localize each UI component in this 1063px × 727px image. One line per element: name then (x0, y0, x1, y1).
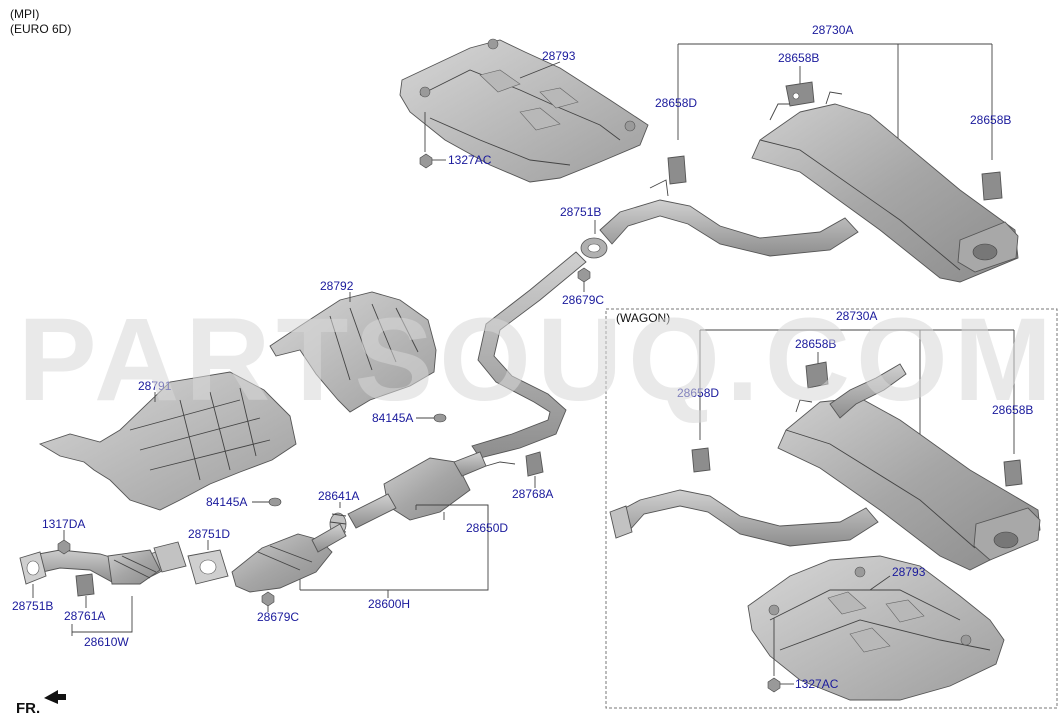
rubber-hanger-top-left[interactable] (667, 155, 687, 185)
label-28793-top[interactable]: 28793 (542, 49, 576, 63)
label-28658b-top-a[interactable]: 28658B (778, 51, 819, 65)
front-direction-indicator: FR. (16, 690, 66, 717)
header-mpi: (MPI) (10, 7, 39, 21)
label-28768a[interactable]: 28768A (512, 487, 553, 501)
rubber-hanger-top-right[interactable] (981, 171, 1003, 201)
bolt-icon (419, 153, 433, 169)
bolt-icon-wagon (767, 677, 781, 693)
rubber-hanger-front[interactable] (75, 573, 95, 597)
label-28658b-top-b[interactable]: 28658B (970, 113, 1011, 127)
nut-icon-front (261, 591, 275, 607)
label-28751b-bot[interactable]: 28751B (12, 599, 53, 613)
label-28600h[interactable]: 28600H (368, 597, 410, 611)
rear-muffler-top[interactable] (751, 91, 1019, 283)
label-28761a[interactable]: 28761A (64, 609, 105, 623)
rubber-hanger-top-center[interactable] (785, 81, 815, 107)
label-1327ac-wagon[interactable]: 1327AC (795, 677, 839, 691)
catalytic-converter-front[interactable] (231, 523, 347, 593)
label-28751d[interactable]: 28751D (188, 527, 230, 541)
label-28793-wagon[interactable]: 28793 (892, 565, 926, 579)
tail-pipe-top[interactable] (599, 179, 859, 257)
gasket-flange-front[interactable] (187, 549, 229, 585)
heat-shield-center[interactable] (269, 291, 437, 413)
label-84145a-b[interactable]: 84145A (206, 495, 247, 509)
rubber-hanger-wagon-center[interactable] (805, 361, 829, 389)
watermark: PARTSOUQ.COM (18, 294, 1058, 426)
heat-shield-rear-top[interactable] (399, 38, 649, 183)
label-28641a[interactable]: 28641A (318, 489, 359, 503)
gasket-flange-top[interactable] (580, 237, 608, 259)
rubber-hanger-center[interactable] (525, 451, 544, 477)
label-28792[interactable]: 28792 (320, 279, 354, 293)
label-28650d[interactable]: 28650D (466, 521, 508, 535)
label-28679c-bot[interactable]: 28679C (257, 610, 299, 624)
center-pipe[interactable] (347, 251, 587, 529)
label-28658b-wagon-a[interactable]: 28658B (795, 337, 836, 351)
label-28730a-wagon[interactable]: 28730A (836, 309, 877, 323)
front-arrow-icon (44, 690, 66, 704)
label-28730a-top[interactable]: 28730A (812, 23, 853, 37)
label-28658d-top[interactable]: 28658D (655, 96, 697, 110)
label-84145a-a[interactable]: 84145A (372, 411, 413, 425)
header-euro6d: (EURO 6D) (10, 22, 71, 36)
tail-pipe-wagon[interactable] (609, 489, 879, 547)
front-label: FR. (16, 700, 40, 717)
nut-icon (577, 267, 591, 283)
label-28610w[interactable]: 28610W (84, 635, 129, 649)
rubber-hanger-wagon-right[interactable] (1003, 459, 1023, 487)
label-1317da[interactable]: 1317DA (42, 517, 85, 531)
label-28658d-wagon[interactable]: 28658D (677, 386, 719, 400)
wagon-label: (WAGON) (616, 311, 670, 325)
front-pipe[interactable] (19, 541, 187, 585)
label-28751b-top[interactable]: 28751B (560, 205, 601, 219)
label-28658b-wagon-b[interactable]: 28658B (992, 403, 1033, 417)
label-1327ac-top[interactable]: 1327AC (448, 153, 492, 167)
wagon-variant-box: (WAGON) (605, 308, 1058, 709)
label-28679c-top[interactable]: 28679C (562, 293, 604, 307)
heat-shield-front[interactable] (38, 371, 297, 511)
rubber-hanger-wagon-left[interactable] (691, 447, 711, 473)
rear-muffler-wagon[interactable] (777, 363, 1041, 571)
label-28791[interactable]: 28791 (138, 379, 172, 393)
heat-shield-wagon[interactable] (747, 555, 1005, 701)
clip-icon-front (268, 497, 282, 507)
